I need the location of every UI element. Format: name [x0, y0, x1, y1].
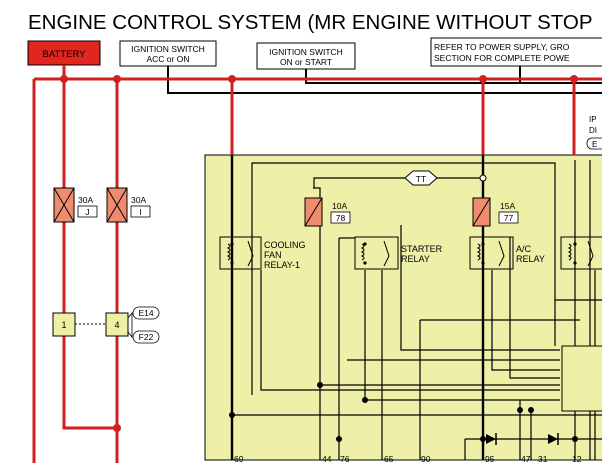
ignition-switch-start-line1: IGNITION SWITCH [269, 47, 343, 57]
edge-label-e: E [592, 140, 597, 149]
fuse-30a-j-rating: 30A [78, 195, 93, 205]
refer-line1: REFER TO POWER SUPPLY, GRO [434, 42, 570, 52]
power-bus-junctions [60, 75, 578, 432]
ignition-switch-acc-line2: ACC or ON [147, 54, 190, 64]
fuse-10a-78-id-frame [330, 211, 351, 224]
fuse-30a-j-id-frame [77, 205, 98, 218]
cooling-fan-relay-line1: COOLING [264, 240, 306, 250]
pin-44: 44 [322, 454, 332, 463]
battery-box [27, 40, 101, 66]
tt-label: TT [416, 174, 426, 184]
pin-12: 12 [572, 454, 582, 463]
ignition-switch-acc-box [119, 40, 217, 67]
connector-pin-4-label: 4 [114, 320, 119, 330]
cooling-fan-relay-line2: FAN [264, 250, 282, 260]
ipdm-block [204, 154, 602, 461]
edge-label-ip: IP [589, 115, 597, 124]
connector-id-f22: F22 [139, 332, 154, 342]
pin-90: 90 [421, 454, 431, 463]
connector-pin-4 [105, 312, 129, 337]
tt-splice-junction [479, 174, 487, 182]
ecm-block [561, 345, 602, 412]
bottom-pin-labels: 69 44 76 65 90 95 47 31 12 [234, 454, 582, 463]
fuse-10a-78-rating: 10A [332, 201, 347, 211]
fuse-15a-77-id: 77 [504, 213, 514, 223]
ignition-switch-acc-line1: IGNITION SWITCH [131, 44, 205, 54]
starter-relay [354, 236, 399, 270]
ignition-switch-start-line2: ON or START [280, 57, 332, 67]
fuse-30a-j-id: J [85, 207, 89, 217]
page-title: ENGINE CONTROL SYSTEM (MR ENGINE WITHOUT… [28, 11, 593, 34]
refer-line2: SECTION FOR COMPLETE POWE [434, 53, 570, 63]
ipdm-junctions [229, 382, 578, 442]
connector-id-leader [127, 311, 133, 339]
pin-47: 47 [521, 454, 531, 463]
pin-69: 69 [234, 454, 244, 463]
pin-76: 76 [340, 454, 350, 463]
ac-relay [469, 236, 514, 270]
ac-relay-line1: A/C [516, 244, 532, 254]
fuse-30a-i-id: I [139, 207, 141, 217]
fuse-15a-77 [472, 197, 491, 227]
fuse-30a-i-id-frame [130, 205, 151, 218]
connector-id-e14: E14 [138, 308, 153, 318]
refer-power-supply-box [430, 37, 602, 67]
cooling-fan-relay-line3: RELAY-1 [264, 260, 300, 270]
edge-label-e-frame [586, 137, 602, 150]
battery-label: BATTERY [43, 49, 87, 60]
diode-1 [486, 433, 497, 445]
diode-2 [548, 433, 559, 445]
tt-tag: TT [404, 170, 438, 186]
starter-relay-line1: STARTER [401, 244, 443, 254]
pin-31: 31 [538, 454, 548, 463]
edge-label-di: DI [589, 126, 597, 135]
fuse-10a-78-id: 78 [336, 213, 346, 223]
fuse-30a-j [53, 187, 75, 223]
pin-65: 65 [384, 454, 394, 463]
cooling-fan-relay-1 [219, 236, 262, 270]
power-bus [34, 65, 602, 463]
connector-pin-1-label: 1 [61, 320, 66, 330]
ac-relay-line2: RELAY [516, 254, 545, 264]
fuse-15a-77-id-frame [498, 211, 519, 224]
fuse-15a-77-rating: 15A [500, 201, 515, 211]
fuse-10a-78 [304, 197, 323, 227]
connector-id-f22-frame [132, 330, 160, 344]
starter-relay-line2: RELAY [401, 254, 430, 264]
pin-95: 95 [485, 454, 495, 463]
fuse-30a-i-rating: 30A [131, 195, 146, 205]
relay-partial-right [560, 236, 602, 270]
connector-id-e14-frame [132, 306, 160, 320]
fuse-30a-i [106, 187, 128, 223]
